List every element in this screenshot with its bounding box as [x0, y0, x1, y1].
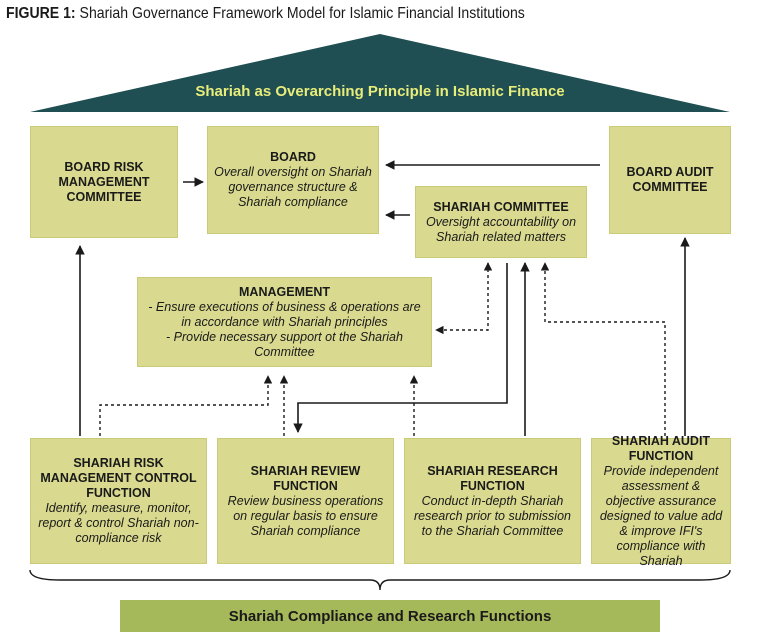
compliance-research-label: Shariah Compliance and Research Function…: [228, 607, 552, 625]
shariah-committee-box: SHARIAH COMMITTEE Oversight accountabili…: [415, 186, 587, 258]
dotted-committee-to-management: [435, 262, 493, 335]
shariah-audit-heading: SHARIAH AUDIT FUNCTION: [611, 433, 711, 463]
shariah-research-heading: SHARIAH RESEARCH FUNCTION: [427, 463, 558, 493]
bottom-brace: [29, 569, 731, 591]
shariah-review-box: SHARIAH REVIEW FUNCTION Review business …: [217, 438, 394, 564]
shariah-research-box: SHARIAH RESEARCH FUNCTION Conduct in-dep…: [404, 438, 581, 564]
shariah-risk-control-description: Identify, measure, monitor, report & con…: [38, 501, 199, 545]
figure-label: FIGURE 1:: [6, 5, 76, 22]
board-description: Overall oversight on Shariah governance …: [214, 165, 372, 209]
dotted-auditfn-to-committee: [540, 262, 666, 436]
board-risk-committee-heading: BOARD RISK MANAGEMENT COMMITTEE: [58, 159, 150, 204]
shariah-risk-control-box: SHARIAH RISK MANAGEMENT CONTROL FUNCTION…: [30, 438, 207, 564]
shariah-risk-control-heading: SHARIAH RISK MANAGEMENT CONTROL FUNCTION: [40, 456, 197, 500]
management-line-1: - Ensure executions of business & operat…: [148, 299, 421, 329]
shariah-audit-description: Provide independent assessment & objecti…: [599, 463, 723, 568]
shariah-review-heading: SHARIAH REVIEW FUNCTION: [250, 463, 361, 493]
management-line-2: - Provide necessary support ot the Shari…: [166, 329, 403, 359]
shariah-committee-description: Oversight accountability on Shariah rela…: [425, 214, 577, 244]
board-audit-committee-box: BOARD AUDIT COMMITTEE: [609, 126, 731, 234]
roof-shape: [30, 34, 730, 112]
shariah-research-description: Conduct in-depth Shariah research prior …: [413, 493, 571, 538]
board-heading: BOARD: [270, 150, 316, 164]
management-box: MANAGEMENT - Ensure executions of busine…: [137, 277, 432, 367]
board-audit-committee-heading: BOARD AUDIT COMMITTEE: [626, 165, 714, 194]
arrow-committee-to-review: [293, 263, 508, 433]
management-heading: MANAGEMENT: [239, 284, 330, 299]
compliance-research-band: Shariah Compliance and Research Function…: [120, 600, 660, 632]
dotted-riskfn-to-management: [99, 375, 273, 436]
figure-title: FIGURE 1: Shariah Governance Framework M…: [6, 4, 525, 24]
roof-label: Shariah as Overarching Principle in Isla…: [195, 83, 565, 100]
shariah-audit-box: SHARIAH AUDIT FUNCTION Provide independe…: [591, 434, 731, 568]
board-box: BOARD Overall oversight on Shariah gover…: [207, 126, 379, 234]
shariah-committee-heading: SHARIAH COMMITTEE: [433, 199, 569, 214]
board-risk-committee-box: BOARD RISK MANAGEMENT COMMITTEE: [30, 126, 178, 238]
figure-title-text: Shariah Governance Framework Model for I…: [79, 5, 525, 22]
shariah-review-description: Review business operations on regular ba…: [227, 493, 384, 538]
